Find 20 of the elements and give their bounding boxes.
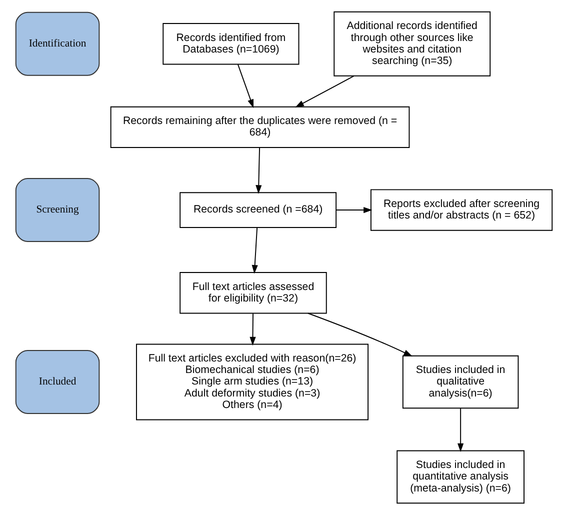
node-box: Full text articles assessed for eligibility (n=32) bbox=[179, 272, 326, 314]
node-box: Screening bbox=[14, 178, 100, 242]
arrow bbox=[306, 312, 412, 356]
node-box: Full text articles excluded with reason(n=26) Biomechanical studies (n=6) Single arm studies (n=13) Adult deformity studies (n=3) Others (n=4) bbox=[136, 344, 368, 420]
arrow bbox=[294, 76, 354, 108]
node-box: Included bbox=[14, 350, 100, 414]
arrow bbox=[237, 64, 254, 108]
node-box: Reports excluded after screening titles and/or abstracts (n = 652) bbox=[370, 189, 552, 231]
arrow bbox=[249, 313, 256, 346]
node-box: Records remaining after the duplicates were removed (n = 684) bbox=[110, 106, 410, 148]
arrow bbox=[335, 206, 372, 214]
node-box: Studies included in qualitative analysis(n=6) bbox=[402, 355, 518, 409]
arrow bbox=[255, 147, 262, 194]
arrow bbox=[457, 408, 464, 452]
node-box: Records screened (n =684) bbox=[179, 192, 336, 228]
node-box: Identification bbox=[14, 12, 100, 76]
node-box: Additional records identified through other sources like websites and citation searching (n=35) bbox=[333, 11, 490, 76]
node-box: Records identified from Databases (n=1069) bbox=[162, 23, 299, 65]
arrow bbox=[251, 227, 258, 274]
node-box: Studies included in quantitative analysis (meta-analysis) (n=6) bbox=[396, 450, 524, 504]
